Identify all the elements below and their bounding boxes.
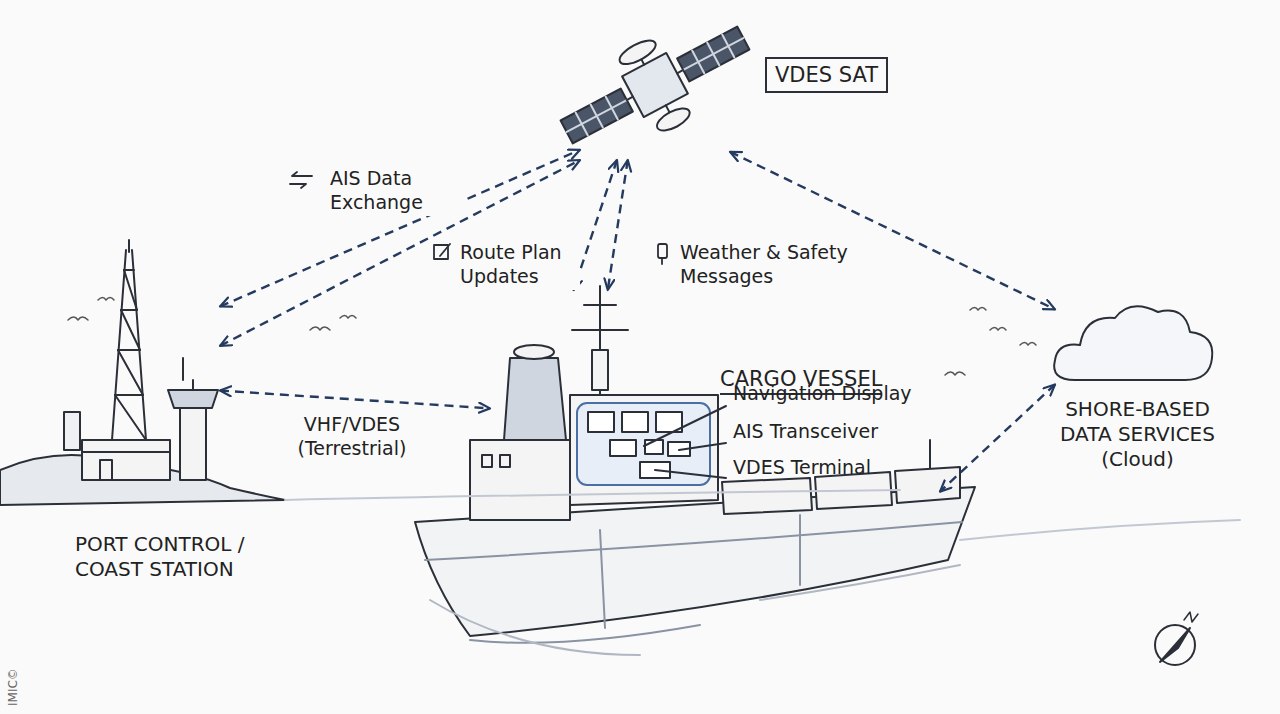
satellite-node: VDES SAT (580, 5, 730, 160)
dashed-link (608, 160, 628, 290)
satellite (546, 0, 766, 173)
callout-label: VDES Terminal (733, 456, 871, 478)
compass-rose (1155, 612, 1198, 665)
watermark: IMIC© (6, 668, 20, 706)
coast-station (0, 240, 285, 505)
link-label: VHF/VDES (Terrestrial) (270, 412, 434, 462)
vessel-node: CARGO VESSEL (490, 290, 940, 630)
link-label: AIS Data Exchange (328, 166, 467, 216)
dashed-link (220, 150, 580, 307)
cargo-ship (285, 286, 1240, 655)
dashed-link (220, 391, 490, 409)
callout-label: Navigation Display (733, 382, 912, 404)
satellite-title: VDES SAT (765, 57, 888, 93)
link-label: Route Plan Updates (458, 240, 580, 290)
cloud-shape (1054, 306, 1212, 380)
cloud-node: SHORE-BASED DATA SERVICES (Cloud) (1055, 305, 1215, 385)
dashed-link (940, 384, 1055, 491)
station-title: PORT CONTROL / COAST STATION (75, 532, 275, 582)
dashed-link (220, 160, 580, 346)
coast-station-node: PORT CONTROL / COAST STATION (60, 300, 220, 500)
link-label: Weather & Safety Messages (678, 240, 887, 290)
callout-label: AIS Transceiver (733, 420, 878, 442)
birds (68, 298, 1036, 376)
cloud-title: SHORE-BASED DATA SERVICES (Cloud) (1040, 397, 1235, 472)
